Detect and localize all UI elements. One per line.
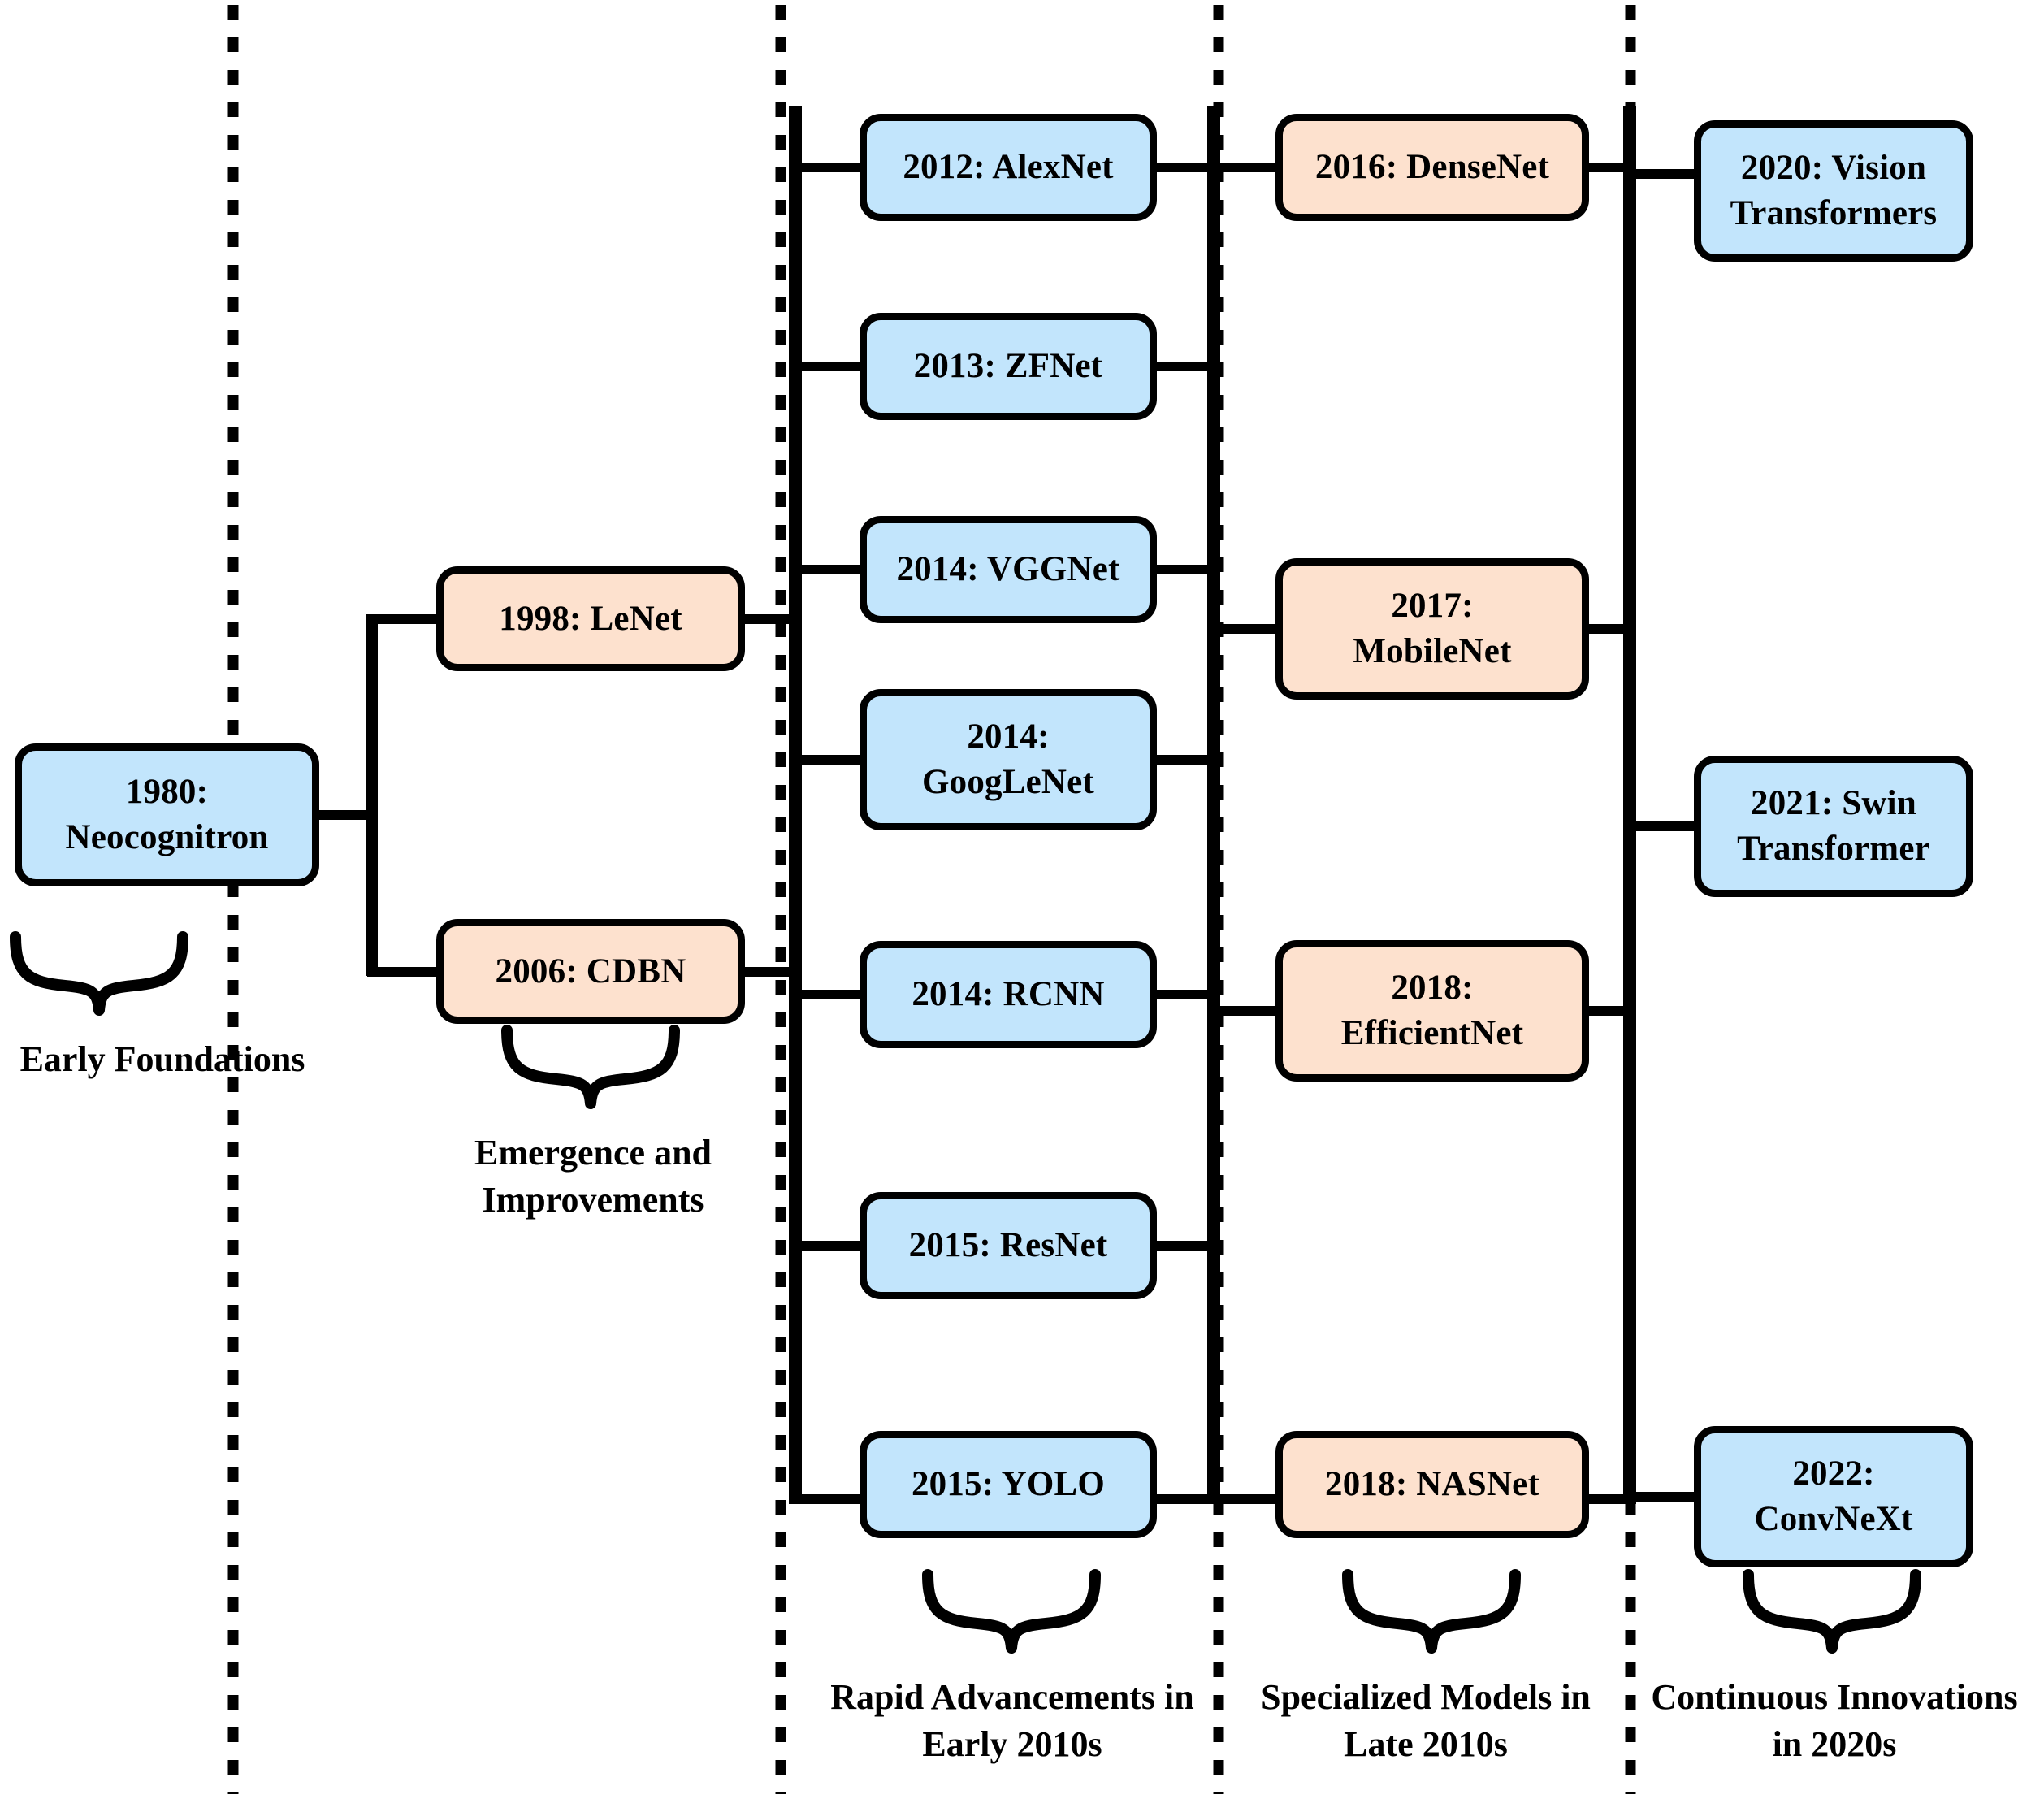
brace-emergence <box>501 1025 680 1109</box>
era-caption-early-foundations: Early Foundations <box>19 1039 305 1079</box>
brace-rapid <box>922 1569 1101 1654</box>
brace-early-foundations <box>10 931 188 1016</box>
node-yolo[interactable]: 2015: YOLO <box>860 1431 1157 1538</box>
node-zfnet[interactable]: 2013: ZFNet <box>860 313 1157 420</box>
node-vggnet[interactable]: 2014: VGGNet <box>860 516 1157 623</box>
era-caption-specialized-models: Specialized Models in Late 2010s <box>1261 1677 1591 1765</box>
node-label: 2014: VGGNet <box>896 550 1120 589</box>
era-caption-emergence-improvements: Emergence and Improvements <box>474 1133 712 1220</box>
node-rcnn[interactable]: 2014: RCNN <box>860 941 1157 1048</box>
node-label: 2021: Swin Transformer <box>1737 784 1930 868</box>
node-label: 2017: MobileNet <box>1353 587 1512 670</box>
era-caption-rapid-advancements: Rapid Advancements in Early 2010s <box>830 1677 1194 1765</box>
connector-group-col4-col5 <box>1584 106 1699 1504</box>
node-googlenet[interactable]: 2014: GoogLeNet <box>860 689 1157 830</box>
node-efficientnet[interactable]: 2018: EfficientNet <box>1275 940 1589 1082</box>
node-vision-transformers[interactable]: 2020: Vision Transformers <box>1694 120 1973 262</box>
node-label: 2015: YOLO <box>911 1465 1106 1504</box>
node-densenet[interactable]: 2016: DenseNet <box>1275 114 1589 221</box>
node-label: 1980: Neocognitron <box>65 773 269 856</box>
node-resnet[interactable]: 2015: ResNet <box>860 1192 1157 1299</box>
node-swin-transformer[interactable]: 2021: Swin Transformer <box>1694 756 1973 897</box>
node-label: 2014: RCNN <box>912 975 1105 1014</box>
node-mobilenet[interactable]: 2017: MobileNet <box>1275 558 1589 700</box>
node-label: 2016: DenseNet <box>1314 148 1550 187</box>
node-label: 2013: ZFNet <box>913 347 1103 386</box>
brace-continuous <box>1743 1569 1921 1654</box>
node-label: 2018: NASNet <box>1325 1465 1539 1504</box>
node-neocognitron[interactable]: 1980: Neocognitron <box>15 743 319 886</box>
node-label: 2006: CDBN <box>495 952 686 991</box>
node-label: 2018: EfficientNet <box>1340 969 1524 1052</box>
connector-group-col2-col3 <box>740 106 864 1504</box>
node-label: 2015: ResNet <box>908 1226 1108 1265</box>
brace-specialized <box>1342 1569 1521 1654</box>
node-alexnet[interactable]: 2012: AlexNet <box>860 114 1157 221</box>
node-lenet[interactable]: 1998: LeNet <box>436 566 745 671</box>
node-nasnet[interactable]: 2018: NASNet <box>1275 1431 1589 1538</box>
node-label: 2020: Vision Transformers <box>1730 149 1938 232</box>
node-cdbn[interactable]: 2006: CDBN <box>436 919 745 1024</box>
node-label: 2012: AlexNet <box>903 148 1114 187</box>
node-label: 2022: ConvNeXt <box>1754 1454 1913 1538</box>
era-caption-continuous-innovations: Continuous Innovations in 2020s <box>1651 1677 2018 1765</box>
connector-group-col1-col2 <box>319 614 441 977</box>
node-convnext[interactable]: 2022: ConvNeXt <box>1694 1426 1973 1567</box>
connector-group-col3-col4 <box>1152 106 1280 1504</box>
node-label: 2014: GoogLeNet <box>922 717 1094 801</box>
node-label: 1998: LeNet <box>499 599 682 638</box>
brace-group <box>10 931 1921 1654</box>
